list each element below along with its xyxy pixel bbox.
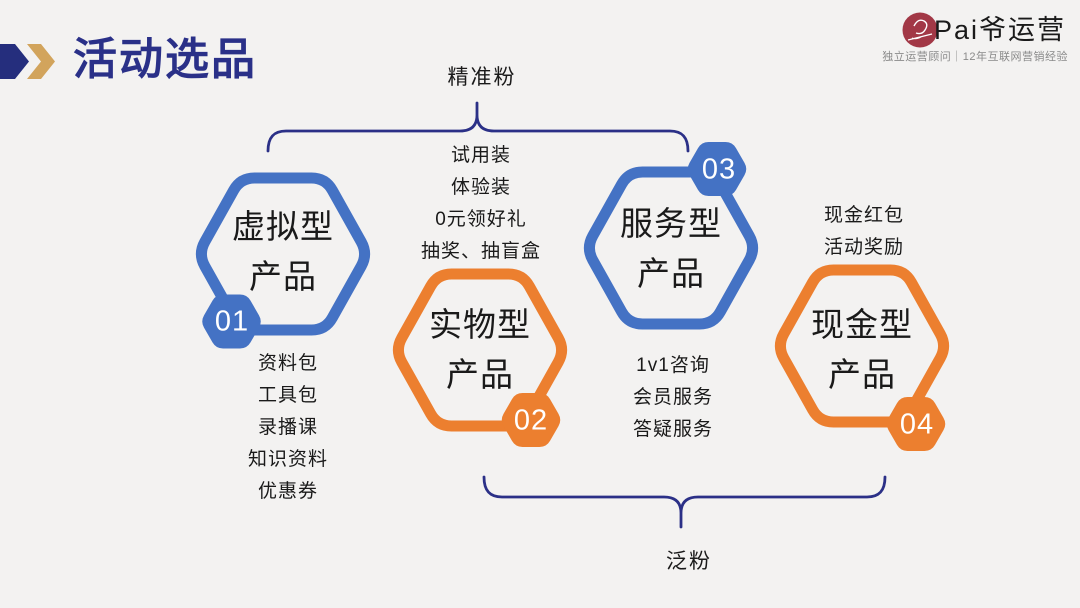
list-item: 录播课 bbox=[257, 417, 319, 438]
service-product-items: 1v1咨询会员服务答疑服务 bbox=[633, 350, 713, 446]
hexagon-cash bbox=[774, 264, 950, 428]
hexagon-service bbox=[583, 166, 759, 330]
badge-01-number: 01 bbox=[214, 305, 250, 338]
badge-04-number: 04 bbox=[899, 408, 935, 441]
list-item: 答疑服务 bbox=[632, 419, 714, 440]
logo-name: Pai爷运营 bbox=[933, 15, 1066, 45]
hexagon-virtual-title-line2: 产品 bbox=[249, 258, 317, 295]
title-chevron-navy-icon bbox=[0, 44, 29, 79]
badge-03-number: 03 bbox=[701, 153, 737, 186]
list-item: 优惠券 bbox=[257, 481, 319, 502]
list-item: 0元领好礼 bbox=[435, 209, 527, 230]
badge-01-hexagon bbox=[202, 294, 261, 349]
list-item: 知识资料 bbox=[247, 449, 329, 470]
list-item: 现金红包 bbox=[823, 205, 905, 226]
list-item: 活动奖励 bbox=[823, 237, 905, 258]
hexagon-cash-title-line2: 产品 bbox=[828, 356, 896, 393]
hexagon-virtual-title-line1: 虚拟型 bbox=[232, 208, 334, 245]
physical-product-items: 试用装体验装 0元领好礼抽奖、抽盲盒 bbox=[421, 140, 541, 268]
cash-product-items: 现金红包活动奖励 bbox=[824, 200, 904, 264]
logo-badge-icon bbox=[902, 12, 938, 48]
page-title: 活动选品 bbox=[73, 35, 257, 84]
brace-top bbox=[266, 101, 690, 153]
badge-02-hexagon bbox=[501, 393, 561, 447]
badge-02-number: 02 bbox=[513, 404, 549, 437]
badge-03-hexagon bbox=[687, 142, 747, 196]
hexagon-service-title-line1: 服务型 bbox=[620, 205, 722, 242]
hexagon-cash-title: 现金型 产品 bbox=[811, 300, 913, 400]
hexagon-physical-title: 实物型 产品 bbox=[429, 300, 531, 400]
audience-label-general-fans: 泛粉 bbox=[666, 550, 712, 573]
hexagon-service-title: 服务型 产品 bbox=[620, 199, 722, 299]
hexagon-physical-title-line1: 实物型 bbox=[429, 306, 531, 343]
virtual-product-items: 资料包工具包录播课知识资料优惠券 bbox=[248, 348, 328, 508]
list-item: 会员服务 bbox=[632, 387, 714, 408]
list-item: 试用装 bbox=[450, 145, 512, 166]
badge-04-hexagon bbox=[886, 397, 946, 451]
list-item: 1v1咨询 bbox=[636, 355, 710, 376]
hexagon-physical-title-line2: 产品 bbox=[446, 356, 514, 393]
title-chevron-gold-icon bbox=[27, 44, 55, 79]
audience-label-precise-fans: 精准粉 bbox=[447, 66, 517, 89]
hexagon-physical bbox=[392, 268, 568, 432]
hexagon-cash-title-line1: 现金型 bbox=[811, 306, 913, 343]
brace-bottom bbox=[482, 475, 887, 529]
list-item: 工具包 bbox=[257, 385, 319, 406]
list-item: 抽奖、抽盲盒 bbox=[420, 241, 542, 262]
list-item: 体验装 bbox=[450, 177, 512, 198]
hexagon-virtual-title: 虚拟型 产品 bbox=[232, 202, 334, 302]
logo-tagline: 独立运营顾问｜12年互联网营销经验 bbox=[882, 51, 1068, 63]
list-item: 资料包 bbox=[257, 353, 319, 374]
hexagon-service-title-line2: 产品 bbox=[637, 255, 705, 292]
